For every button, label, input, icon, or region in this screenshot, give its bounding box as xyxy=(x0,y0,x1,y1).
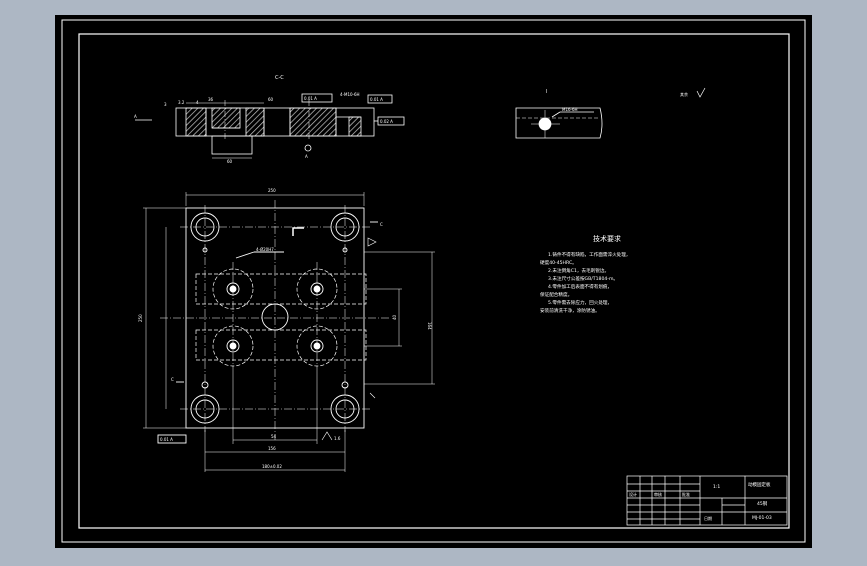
dim-left: 250 xyxy=(138,314,143,322)
checker-label: 审核 xyxy=(654,491,662,497)
drawing-sheet xyxy=(55,15,812,548)
inner-border xyxy=(78,33,790,529)
dim-bottom-1: 54 xyxy=(271,434,277,439)
dim-right: 164 xyxy=(427,322,432,330)
tech-notes: 技术要求 1.铸件不得有缺陷，工作面需淬火处理， 硬度40-45HRC。 2.未… xyxy=(540,234,630,314)
drawing-number: MJ-01-03 xyxy=(752,515,772,521)
section-label: C-C xyxy=(275,75,284,81)
tech-note-line: 1.铸件不得有缺陷，工作面需淬火处理， xyxy=(548,251,630,258)
detail-view: I M16-6H 其余 xyxy=(515,87,706,139)
dim-inner-right: 40 xyxy=(392,314,397,320)
detail-note: M16-6H xyxy=(562,107,578,112)
hole-callout: 4-Ø20H7 xyxy=(256,247,274,252)
roughness-mark: 1.6 xyxy=(334,436,341,441)
roughness-top: 3.2 xyxy=(178,100,185,105)
roughness-label: 其余 xyxy=(680,91,688,97)
tech-note-line: 2.未注倒角C1，去毛刺锐边。 xyxy=(548,267,609,274)
dim-top: 250 xyxy=(268,188,276,193)
gdt-1: 0.01 A xyxy=(304,96,317,101)
tech-note-line: 安装前清洗干净，涂防锈油。 xyxy=(540,307,600,314)
dim-bottom-3: 180±0.02 xyxy=(262,464,282,469)
section-dim-b: 36 xyxy=(208,97,214,102)
tech-note-line: 4.零件加工后表面不得有划痕， xyxy=(548,283,612,290)
gdt-3: 0.01 A xyxy=(370,97,383,102)
section-mark-top: C xyxy=(380,222,383,227)
left-marker-2: 3 xyxy=(164,102,167,107)
tech-note-line: 5.零件需去除应力，回火处理， xyxy=(548,299,612,306)
section-view: C-C 60 36 60 3.2 4 0.01 A 4-M10-6H 0.0 xyxy=(134,75,405,164)
tech-note-line: 硬度40-45HRC。 xyxy=(540,259,577,266)
scale: 1:1 xyxy=(713,484,720,490)
section-dim-c: 60 xyxy=(268,97,274,102)
tech-note-line: 3.未注尺寸公差按GB/T1804-m。 xyxy=(548,275,618,282)
gdt-left: 0.01 A xyxy=(160,437,173,442)
material: 45钢 xyxy=(757,500,768,507)
plan-view: 4-Ø20H7 250 250 164 40 54 156 180±0.02 C xyxy=(138,188,435,472)
designer-label: 设计 xyxy=(629,491,637,497)
tech-notes-title: 技术要求 xyxy=(593,234,621,243)
datum-label: A xyxy=(305,154,308,159)
title-block: 动模固定板 1:1 45钢 MJ-01-03 设计 审核 批准 日期 xyxy=(626,475,788,526)
section-dim-a: 4 xyxy=(196,100,199,105)
section-mark-bottom: C xyxy=(171,377,174,382)
dim-bottom-2: 156 xyxy=(268,446,276,451)
date-label: 日期 xyxy=(704,515,712,521)
part-name: 动模固定板 xyxy=(748,481,771,488)
gdt-2: 4-M10-6H xyxy=(340,92,360,97)
left-marker: A xyxy=(134,114,137,119)
detail-label: I xyxy=(546,89,547,95)
section-dim-bottom: 60 xyxy=(227,159,233,164)
outer-border xyxy=(61,19,806,543)
approver-label: 批准 xyxy=(682,491,690,497)
gdt-4: 0.02 A xyxy=(380,119,393,124)
tech-note-line: 保证配合精度。 xyxy=(540,291,572,298)
